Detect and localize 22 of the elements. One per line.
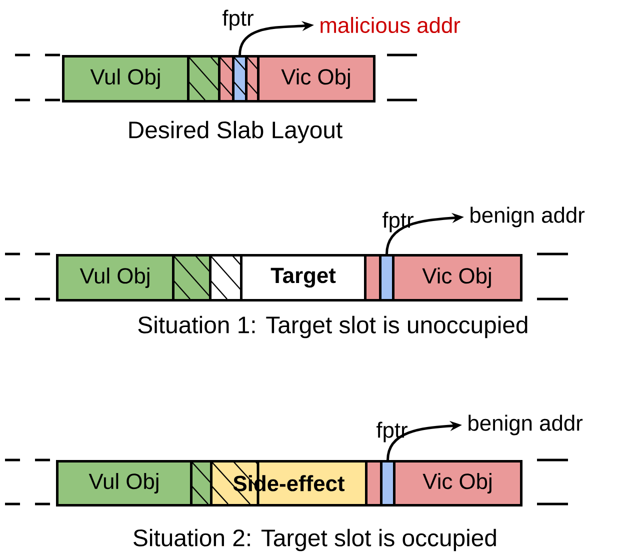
- slot-box: [187, 55, 220, 102]
- caption: Situation 1: Target slot is unoccupied: [138, 316, 528, 338]
- slot-box: [380, 460, 396, 506]
- slot-box: [209, 254, 242, 302]
- caption: Situation 2: Target slot is occupied: [134, 528, 496, 552]
- caption: Desired Slab Layout: [129, 120, 342, 144]
- address-label: malicious addr: [320, 16, 460, 34]
- address-label: benign addr: [468, 414, 583, 436]
- slot-box: [379, 254, 394, 302]
- slot-box: [190, 460, 212, 506]
- object-box: Vic Obj: [392, 254, 522, 302]
- address-label: benign addr: [470, 206, 585, 228]
- slot-box: [172, 254, 212, 302]
- object-box: Vic Obj: [393, 460, 522, 506]
- slot-box: [232, 55, 248, 102]
- slot-box: [218, 55, 234, 102]
- pointer-label: fptr: [222, 10, 254, 30]
- pointer-label: fptr: [376, 422, 408, 442]
- slot-box: [364, 254, 382, 302]
- slot-box: [245, 55, 260, 102]
- object-box: Target: [240, 254, 366, 302]
- slot-box: [365, 460, 382, 506]
